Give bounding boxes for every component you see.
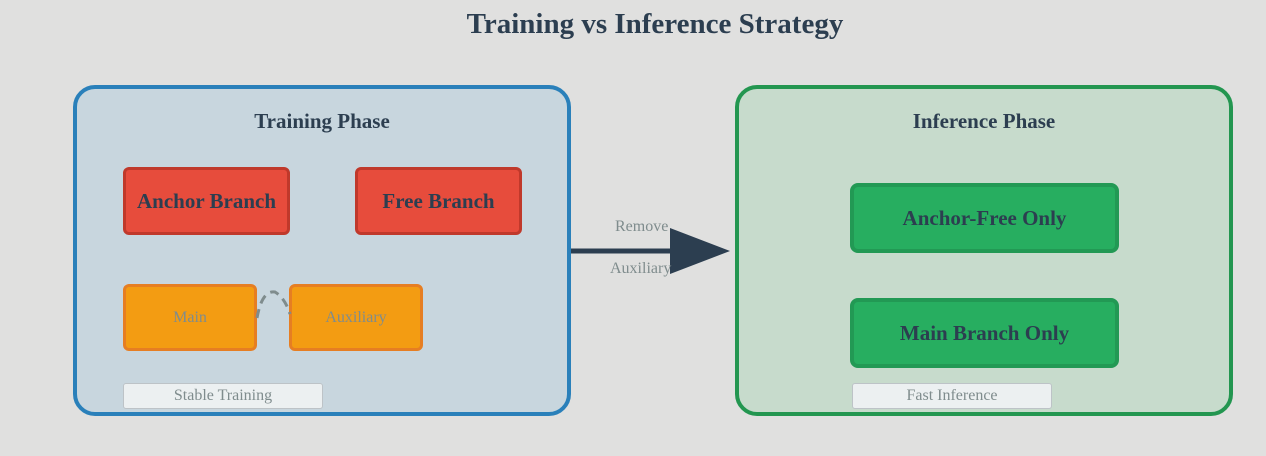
- free-branch-box: Free Branch: [355, 167, 522, 235]
- stable-training-tag: Stable Training: [123, 383, 323, 409]
- transition-arrow-head: [670, 228, 730, 274]
- fast-inference-tag: Fast Inference: [852, 383, 1052, 409]
- transition-label-auxiliary: Auxiliary: [610, 260, 672, 277]
- anchor-branch-box: Anchor Branch: [123, 167, 290, 235]
- main-branch-only-box: Main Branch Only: [850, 298, 1119, 368]
- main-box: Main: [123, 284, 257, 351]
- training-phase-title: Training Phase: [254, 109, 390, 133]
- training-phase-panel: Training Phase: [73, 85, 571, 416]
- inference-phase-title: Inference Phase: [912, 109, 1056, 133]
- auxiliary-box: Auxiliary: [289, 284, 423, 351]
- anchor-free-only-box: Anchor-Free Only: [850, 183, 1119, 253]
- diagram-title: Training vs Inference Strategy: [466, 8, 844, 40]
- transition-label-remove: Remove: [615, 218, 669, 235]
